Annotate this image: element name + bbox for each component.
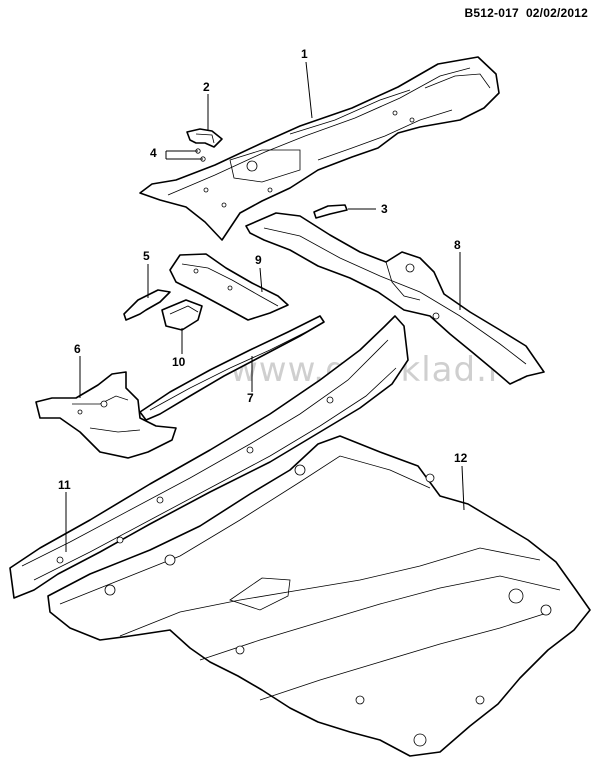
part-9-rail-extension: [169, 253, 289, 321]
callout-2: 2: [203, 80, 210, 94]
callout-8: 8: [454, 238, 461, 252]
callout-10: 10: [172, 355, 186, 369]
callout-5: 5: [143, 249, 150, 263]
part-11-side-sill: [9, 315, 409, 599]
callout-6: 6: [74, 342, 81, 356]
part-1-tunnel-panel: [139, 56, 500, 241]
callout-3: 3: [381, 202, 388, 216]
drawing-code: B512-017 02/02/2012: [465, 6, 588, 20]
callout-4: 4: [150, 146, 157, 160]
callout-11: 11: [58, 478, 71, 492]
part-12-floor-panel: [47, 435, 591, 757]
leader-lines: [65, 61, 465, 552]
callout-9: 9: [255, 253, 262, 267]
callout-labels: 1 2 4 3 8 9 5 10 6 7 11 12: [58, 47, 468, 492]
part-5-gusset: [123, 289, 171, 321]
part-10-channel-bracket: [161, 299, 203, 331]
part-7-inner-rail: [139, 315, 325, 421]
callout-7: 7: [247, 391, 254, 405]
callout-1: 1: [301, 47, 308, 61]
drawing-date: 02/02/2012: [525, 6, 588, 20]
part-2-bracket: [186, 128, 223, 148]
part-6-bracket-assembly: [35, 371, 177, 459]
part-8-cross-member: [245, 212, 545, 385]
part-3-strap: [313, 204, 348, 219]
callout-12: 12: [454, 451, 468, 465]
drawing-number: B512-017: [464, 6, 519, 20]
